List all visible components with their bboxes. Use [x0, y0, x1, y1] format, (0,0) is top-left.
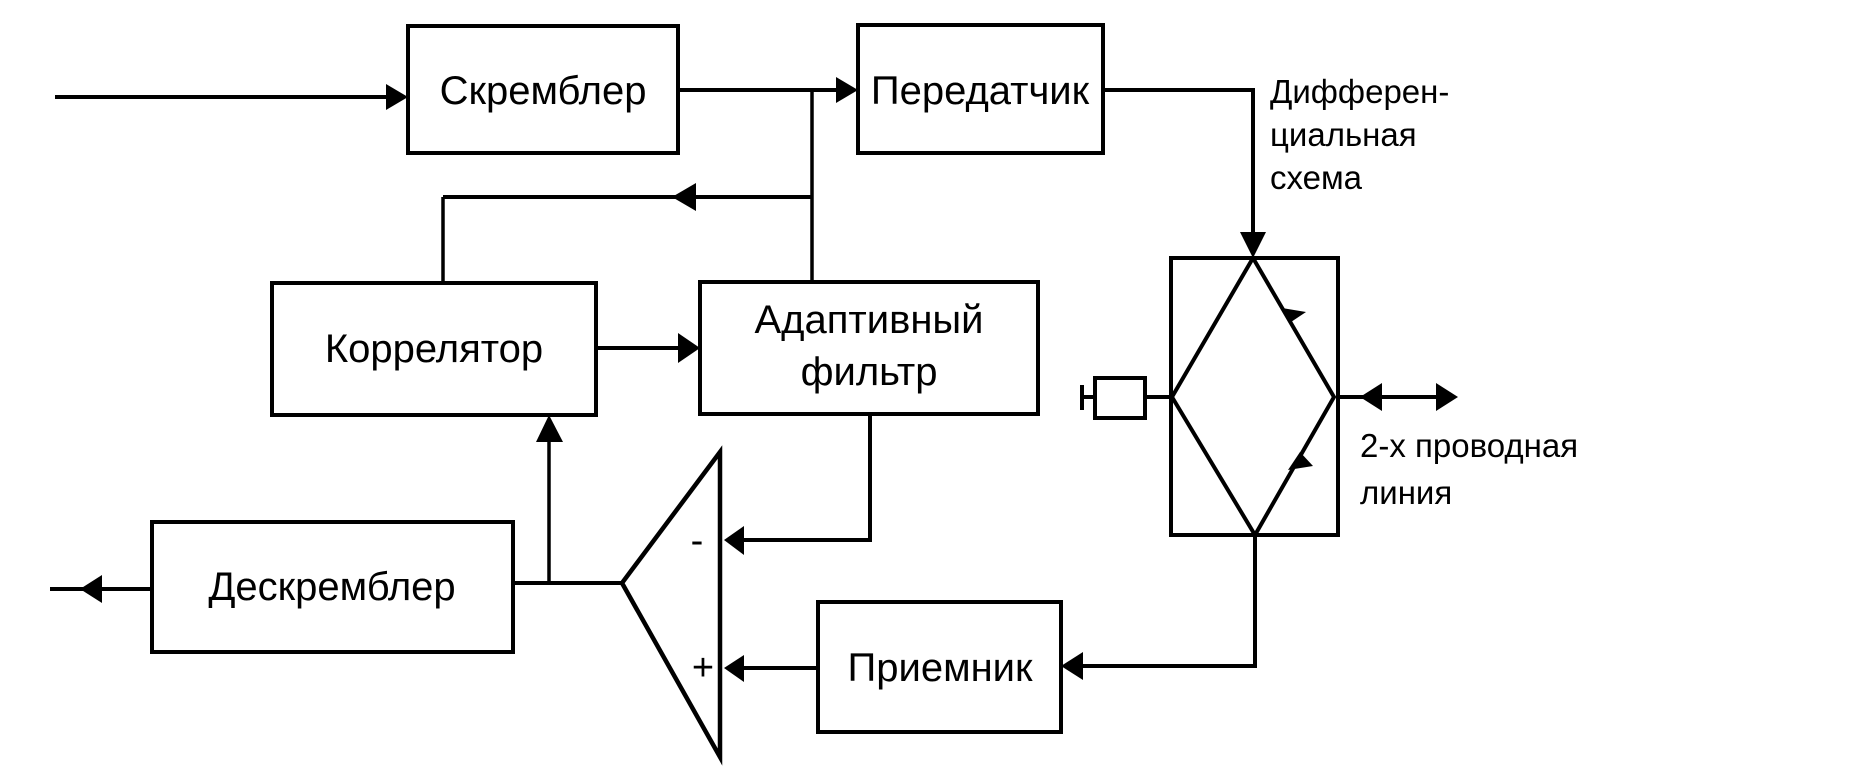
- plus-sign: +: [692, 647, 714, 689]
- arrow-up-icon: [536, 415, 563, 442]
- descrambler-label: Дескремблер: [208, 565, 455, 609]
- output-connector: [50, 575, 152, 603]
- filter-output-line: [742, 414, 872, 542]
- minus-sign: -: [691, 520, 704, 562]
- filter-to-amplifier-connector: [724, 414, 872, 555]
- transmitter-output-line: [1103, 88, 1255, 236]
- hybrid-block: [1169, 254, 1340, 539]
- amplifier-output-connector: [513, 415, 622, 585]
- arrow-left-icon: [80, 575, 102, 603]
- hybrid-caption: Дифферен- циальная схема: [1270, 73, 1449, 196]
- receiver-label: Приемник: [847, 646, 1033, 690]
- transmitter-block: Передатчик: [856, 23, 1105, 155]
- arrow-left-icon: [672, 183, 696, 211]
- hybrid-caption-line2: циальная: [1270, 116, 1417, 153]
- receiver-to-amplifier-connector: [724, 655, 818, 682]
- receiver-block: Приемник: [816, 600, 1063, 734]
- arrow-up-left-icon: [1282, 308, 1306, 322]
- hybrid-box: [1169, 256, 1340, 537]
- subtractor-amplifier: - +: [619, 445, 723, 766]
- adaptive-filter-label-line2: фильтр: [801, 350, 938, 394]
- correlator-to-filter-connector: [596, 333, 700, 363]
- transmitter-to-hybrid-connector: [1103, 88, 1266, 258]
- scrambler-to-transmitter-connector: [441, 77, 858, 282]
- arrow-right-icon: [678, 333, 700, 363]
- amplifier-triangle: [619, 445, 723, 766]
- correlator-label: Коррелятор: [325, 327, 543, 371]
- line-caption-line2: линия: [1360, 474, 1452, 511]
- arrow-down-left-icon: [1288, 452, 1313, 470]
- descrambler-block: Дескремблер: [150, 520, 515, 654]
- scrambler-block: Скремблер: [406, 24, 680, 155]
- adaptive-filter-label-line1: Адаптивный: [754, 298, 983, 342]
- receiver-box: [816, 600, 1063, 734]
- transmitter-label: Передатчик: [871, 69, 1090, 113]
- adaptive-filter-box: [698, 280, 1040, 416]
- hybrid-output-line: [1083, 535, 1257, 668]
- adaptive-filter-block: Адаптивный фильтр: [698, 280, 1040, 416]
- arrow-right-icon: [1436, 383, 1458, 411]
- scrambler-label: Скремблер: [440, 69, 647, 113]
- hybrid-caption-line3: схема: [1270, 159, 1363, 196]
- two-wire-line-connector: 2-х проводная линия: [1338, 383, 1578, 511]
- hybrid-caption-line1: Дифферен-: [1270, 73, 1449, 110]
- arrow-down-icon: [1240, 232, 1266, 258]
- arrow-left-icon: [1360, 383, 1382, 411]
- line-caption-line1: 2-х проводная: [1360, 427, 1578, 464]
- arrow-left-icon: [1061, 652, 1083, 680]
- arrow-left-icon: [724, 655, 744, 682]
- arrow-right-icon: [836, 77, 858, 103]
- arrow-right-icon: [386, 84, 408, 110]
- arrow-left-icon: [724, 526, 744, 555]
- termination-impedance: [1080, 376, 1172, 420]
- hybrid-to-receiver-connector: [1061, 535, 1257, 680]
- correlator-block: Коррелятор: [270, 281, 598, 417]
- termination-box: [1093, 376, 1147, 420]
- input-connector: [55, 84, 408, 110]
- transmitter-box: [856, 23, 1105, 155]
